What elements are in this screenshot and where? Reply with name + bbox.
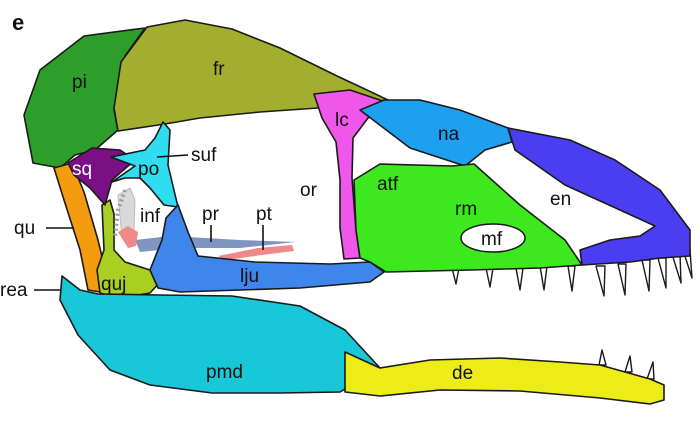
lower-jugal-bone: [149, 204, 385, 293]
label-qu: qu: [14, 218, 35, 239]
label-suf: suf: [191, 145, 217, 166]
label-mf: mf: [481, 229, 503, 250]
nasal-bone: [359, 99, 513, 167]
label-lc: lc: [335, 110, 349, 131]
rostral-bone: [353, 163, 583, 273]
label-quj: quj: [101, 274, 126, 295]
tooth: [617, 263, 627, 296]
label-inf: inf: [140, 206, 161, 227]
snout-bone: [507, 127, 691, 266]
tooth: [485, 267, 494, 288]
label-sq: sq: [72, 159, 92, 180]
tooth: [598, 349, 607, 366]
label-or: or: [300, 180, 318, 201]
label-pr: pr: [202, 204, 220, 225]
label-pt: pt: [256, 204, 273, 225]
dentary-bone: [344, 351, 665, 405]
tooth: [657, 257, 667, 289]
tooth: [595, 265, 606, 297]
pterygoid-element: [218, 245, 294, 260]
label-atf: atf: [377, 174, 399, 195]
label-lju: lju: [240, 266, 259, 287]
panel-label: e: [12, 10, 24, 35]
postorbital-bone: [110, 121, 179, 208]
tooth: [641, 259, 651, 292]
tooth: [624, 355, 633, 373]
label-de: de: [452, 363, 473, 384]
tooth: [515, 267, 524, 291]
label-pi: pi: [72, 72, 87, 93]
lower-teeth: [598, 349, 655, 380]
label-rea: rea: [0, 280, 28, 301]
label-en: en: [550, 189, 571, 210]
maxillary-fenestra: [460, 223, 526, 253]
label-rm: rm: [455, 199, 477, 220]
tooth: [671, 253, 682, 284]
label-fr: fr: [213, 59, 225, 80]
quadrate-bone: [53, 162, 109, 293]
dotted-process: [113, 189, 127, 237]
tooth: [567, 265, 576, 292]
tooth: [539, 265, 548, 291]
tooth: [646, 361, 655, 380]
label-na: na: [438, 124, 460, 145]
squamosal-bone: [67, 147, 136, 206]
label-po: po: [138, 159, 159, 180]
pterygoid-element: [118, 226, 138, 248]
label-pmd: pmd: [206, 362, 243, 383]
suf-leader-line: [156, 154, 189, 158]
